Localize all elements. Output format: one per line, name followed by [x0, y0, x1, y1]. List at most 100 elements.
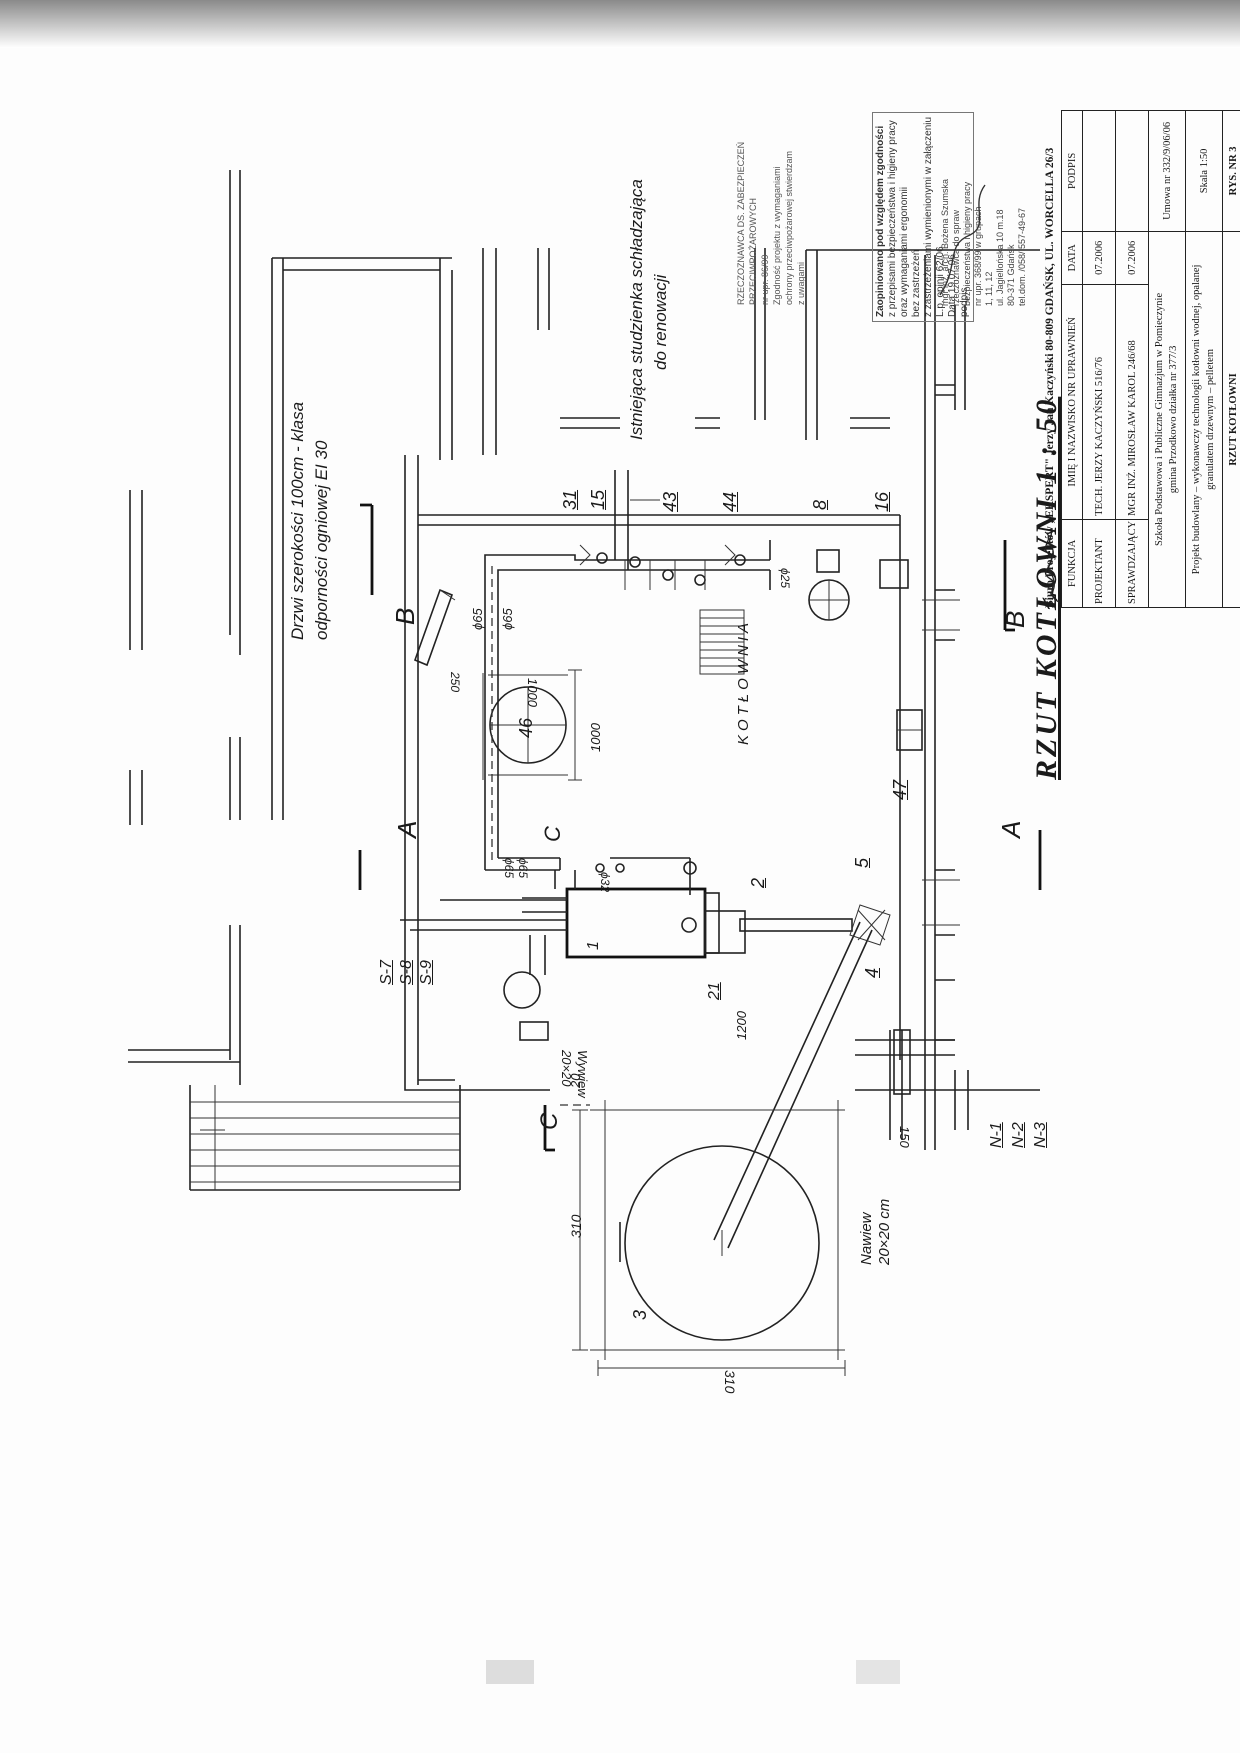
- stamp-line: oraz wymaganiami ergonomii: [899, 186, 910, 317]
- object-line: Szkoła Podstawowa i Publiczne Gimnazjum …: [1154, 292, 1165, 546]
- section-mark-b-top: B: [390, 607, 420, 625]
- door-note-line-2: odporności ogniowej EI 30: [312, 440, 331, 640]
- table-row: Szkoła Podstawowa i Publiczne Gimnazjum …: [1148, 110, 1186, 608]
- stack-label-s8: S-8: [398, 960, 415, 985]
- section-lines: [358, 503, 1042, 1152]
- stamp-line: z uwagami: [796, 261, 806, 305]
- sheet-name-cell: RZUT KOTŁOWNI: [1222, 231, 1240, 608]
- dim-20: 20: [568, 1073, 583, 1088]
- scan-edge-shadow: [0, 0, 1240, 48]
- item-2: 2: [748, 877, 768, 888]
- item-44: 44: [720, 491, 740, 512]
- stack-label-n3: N-3: [1032, 1122, 1049, 1148]
- stamp-line: PRZECIWPOŻAROWYCH: [748, 198, 758, 305]
- signature-cell: [1044, 110, 1116, 603]
- dim-phi65-c: ϕ65: [516, 858, 530, 879]
- well-note-line-1: Istniejąca studzienka schładzająca: [627, 179, 646, 440]
- section-mark-a-bottom: A: [996, 820, 1026, 838]
- header-cell: PODPIS: [1061, 110, 1083, 232]
- dim-310-horizontal: 310: [722, 1370, 738, 1394]
- dim-1000-vertical: 1000: [588, 723, 603, 752]
- scan-noise-mark: [486, 1660, 534, 1684]
- expansion-vessel: [808, 549, 923, 751]
- boiler[interactable]: [503, 887, 853, 1041]
- table-row: PROJEKTANT TECH. JERZY KACZYŃSKI 516/76 …: [1044, 110, 1116, 608]
- scale-cell: Skala 1:50: [1185, 110, 1223, 232]
- section-mark-c-left: C: [536, 1112, 563, 1130]
- stamp-line: Zaopiniowano pod względem zgodności: [875, 125, 886, 317]
- paper: [0, 48, 1240, 1753]
- stamp-line: nr upr. 86/99: [760, 254, 770, 305]
- stamp-line: z przepisami bezpieczeństwa i higieny pr…: [887, 120, 898, 317]
- item-4: 4: [862, 967, 882, 978]
- item-5: 5: [852, 857, 872, 868]
- room-outline: [418, 514, 901, 1060]
- name-cell: MGR INŻ. MIROSŁAW KAROL 246/68: [1115, 284, 1149, 520]
- stamp-line: Zgodność projektu z wymaganiami: [772, 166, 782, 305]
- role-cell: SPRAWDZAJĄCY: [1115, 519, 1149, 608]
- pellet-tank: [572, 1100, 846, 1376]
- door: [413, 588, 456, 667]
- title-block-table: FUNKCJA IMIĘ I NAZWISKO NR UPRAWNIEŃ DAT…: [1044, 110, 1240, 608]
- item-16: 16: [872, 491, 892, 512]
- dim-phi65-d: ϕ65: [502, 858, 516, 879]
- dim-phi65-b: ϕ65: [500, 608, 515, 630]
- item-1: 1: [585, 941, 602, 950]
- item-47: 47: [890, 779, 910, 800]
- stamp-line: RZECZOZNAWCA DS. ZABEZPIECZEŃ: [736, 141, 746, 305]
- stamp-line: tel.dom. /058/ 557-49-67: [1017, 207, 1027, 306]
- date-cell: 07.2006: [1115, 231, 1149, 285]
- scan-noise-mark: [856, 1660, 900, 1684]
- item-21: 21: [706, 982, 723, 1000]
- item-31: 31: [560, 489, 580, 510]
- vent-in-label: Nawiew: [858, 1212, 875, 1265]
- well-note-line-2: do renowacji: [651, 274, 670, 370]
- signature-checker: [1048, 531, 1058, 601]
- dim-250: 250: [448, 672, 462, 693]
- signature-approval: [939, 184, 986, 296]
- stamp-line: ochrony przeciwpożarowej stwierdzam: [784, 150, 794, 305]
- table-row: SPRAWDZAJĄCY MGR INŻ. MIROSŁAW KAROL 246…: [1048, 110, 1149, 608]
- item-15: 15: [588, 489, 608, 510]
- project-line: granulatem drzewnym – pelletem: [1205, 349, 1216, 490]
- dim-150: 150: [897, 1126, 912, 1148]
- table-row: Projekt budowlany – wykonawczy technolog…: [1185, 110, 1223, 608]
- project-line: Projekt budowlany – wykonawczy technolog…: [1191, 264, 1202, 575]
- title-block: Biuro Projektów „EKSPERT" Jerzy Jan Kacz…: [1039, 110, 1240, 608]
- dim-phi25: ϕ25: [778, 568, 792, 589]
- stack-label-n1: N-1: [988, 1122, 1005, 1148]
- contract-cell: Umowa nr 332/9/06/06: [1148, 110, 1186, 232]
- dim-1200: 1200: [734, 1011, 749, 1040]
- room-label: KOTŁOWNIA: [735, 618, 752, 745]
- header-cell: IMIĘ I NAZWISKO NR UPRAWNIEŃ: [1061, 284, 1083, 520]
- stack-label-s7: S-7: [378, 960, 395, 985]
- table-row: RZUT KOTŁOWNI RYS. NR 3: [1222, 110, 1240, 608]
- piping: [400, 470, 955, 1095]
- fire-safety-stamp: RZECZOZNAWCA DS. ZABEZPIECZEŃ PRZECIWPOŻ…: [735, 142, 807, 305]
- date-cell: 07.2006: [1082, 231, 1116, 285]
- item-46: 46: [516, 717, 536, 738]
- vent-in-size: 20×20 cm: [876, 1198, 893, 1265]
- section-mark-a-top: A: [392, 820, 422, 838]
- dim-1000-horizontal: 1000: [525, 678, 540, 707]
- item-43: 43: [660, 491, 680, 512]
- object-cell: Szkoła Podstawowa i Publiczne Gimnazjum …: [1148, 231, 1186, 608]
- object-line: gmina Przodkowo działka nr 377/3: [1168, 345, 1179, 494]
- section-mark-b-bottom: B: [1000, 610, 1030, 628]
- project-cell: Projekt budowlany – wykonawczy technolog…: [1185, 231, 1223, 608]
- dim-phi32: ϕ32: [598, 872, 612, 893]
- walls: [128, 170, 1040, 1191]
- stack-label-s9: S-9: [418, 960, 435, 985]
- name-cell: TECH. JERZY KACZYŃSKI 516/76: [1082, 284, 1116, 520]
- dim-phi65-a: ϕ65: [470, 608, 485, 630]
- role-cell: PROJEKTANT: [1082, 519, 1116, 608]
- header-cell: DATA: [1061, 231, 1083, 285]
- stamp-line: bez zastrzeżeń: [911, 249, 922, 317]
- item-3: 3: [630, 1309, 650, 1320]
- stack-label-n2: N-2: [1010, 1122, 1027, 1148]
- pellet-feeder: [713, 904, 891, 1249]
- item-8: 8: [810, 499, 830, 510]
- section-mark-c-inner: C: [540, 826, 565, 842]
